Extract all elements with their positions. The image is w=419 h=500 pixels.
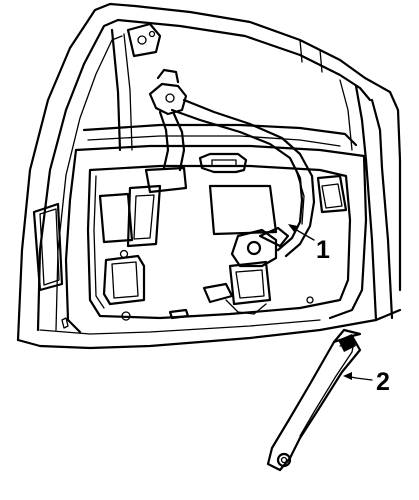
seat-belt-assembly: [102, 68, 316, 315]
callout-label-1: 1: [316, 236, 330, 264]
door-edge-trim: [32, 202, 69, 329]
callout-label-2: 2: [376, 368, 390, 396]
callout-leader-2: [343, 372, 373, 381]
callout-leader-1: [288, 224, 315, 241]
belt-guide-cover: [266, 328, 362, 472]
inner-trim-panel: [64, 123, 368, 334]
